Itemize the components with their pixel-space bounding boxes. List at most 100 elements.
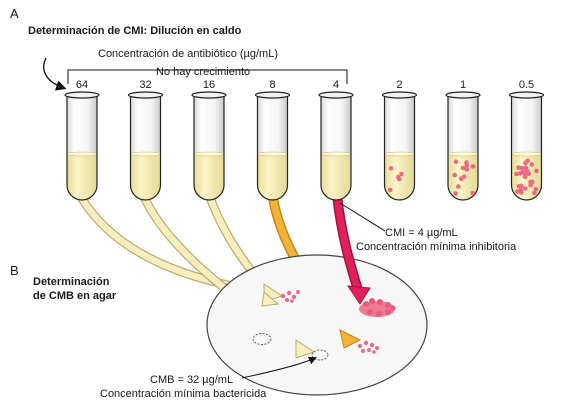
tube-outline (510, 95, 543, 201)
tube-concentration-label: 4 (333, 79, 339, 91)
bacteria-colony (396, 174, 401, 180)
tube-concentration-label: 2 (396, 79, 402, 91)
tube-concentration-label: 64 (76, 79, 88, 91)
tube-0.5: 0.5 (508, 79, 545, 201)
bacteria-colony (464, 167, 470, 172)
bacteria-colony (453, 159, 459, 164)
bacteria-colony (534, 168, 539, 174)
tube-concentration-label: 1 (460, 79, 466, 91)
bacteria-colony (460, 165, 466, 171)
tube-concentration-label: 0.5 (519, 79, 534, 91)
tube-8: 8 (254, 79, 291, 201)
bacteria-colony (517, 171, 523, 176)
plate-colonies-4 (359, 298, 396, 317)
concentration-axis-label: Concentración de antibiótico (µg/mL) (98, 48, 278, 60)
bacteria-colony (453, 191, 459, 196)
broth-meniscus (320, 151, 352, 157)
bacteria-colony (470, 164, 476, 169)
tube-concentration-label: 16 (203, 79, 215, 91)
broth-liquid (130, 154, 161, 201)
panel-b-title-line1: Determinación (33, 276, 110, 288)
bacteria-colony (522, 186, 528, 191)
arrowhead-8 (339, 329, 362, 349)
bacteria-colony (523, 165, 529, 171)
empty-spot (252, 333, 272, 345)
tube-rim (381, 91, 418, 99)
tube-concentration-label: 32 (139, 79, 151, 91)
bacteria-colony (519, 165, 524, 171)
broth-liquid (67, 154, 97, 200)
tube-rim (254, 91, 291, 99)
empty-spot (311, 349, 329, 361)
tube-rim (318, 91, 354, 99)
curved-pointer-arrow (43, 57, 67, 91)
arrow-4 (333, 191, 362, 294)
bacteria-colony (515, 189, 520, 194)
tube-row: 64 32 16 8 4 2 1 0.5 (64, 79, 545, 201)
bacteria-colony (529, 162, 535, 167)
broth-meniscus (130, 151, 161, 157)
broth-meniscus (257, 151, 288, 157)
agar-plate (206, 254, 428, 396)
broth-liquid (321, 154, 351, 200)
tube-32: 32 (127, 79, 164, 201)
broth-meniscus (66, 151, 98, 157)
broth-meniscus (447, 151, 479, 157)
tube-2: 2 (381, 79, 418, 201)
broth-meniscus (511, 151, 542, 157)
tube-concentration-label: 8 (269, 79, 275, 91)
arrowhead-4 (347, 285, 371, 305)
broth-liquid (257, 154, 288, 201)
bacteria-colony (452, 172, 458, 178)
tube-outline (193, 95, 225, 201)
tube-outline (383, 95, 416, 201)
arrowhead-16 (261, 291, 280, 307)
broth-liquid (194, 154, 224, 200)
plate-colonies-8 (357, 340, 379, 354)
tube-outline (447, 95, 479, 201)
bacteria-colony (532, 190, 537, 196)
tube-outline (66, 95, 98, 201)
tube-outline (320, 95, 352, 201)
tube-64: 64 (64, 79, 100, 201)
tube-4: 4 (318, 79, 354, 201)
panel-b-letter: B (10, 263, 19, 278)
broth-meniscus (384, 151, 415, 157)
mbc-value: CMB = 32 µg/mL (150, 374, 233, 386)
bacteria-colony (388, 166, 394, 171)
tube-rim (445, 91, 481, 99)
bacteria-colony (458, 176, 464, 181)
tube-rim (64, 91, 100, 99)
bacteria-colony (456, 184, 461, 189)
mic-name: Concentración mínima inhibitoria (356, 241, 517, 253)
bacteria-colony (528, 182, 533, 188)
tube-1: 1 (445, 79, 481, 201)
broth-meniscus (193, 151, 225, 157)
mic-value: CMI = 4 µg/mL (385, 227, 458, 239)
panel-a-letter: A (10, 6, 19, 21)
bacteria-colony (519, 190, 524, 195)
bacteria-colony (470, 190, 476, 196)
tube-outline (129, 95, 162, 201)
bacteria-colony (387, 187, 393, 193)
tube-rim (127, 91, 164, 99)
no-growth-bracket (67, 69, 348, 84)
tube-outline (256, 95, 289, 201)
panel-a-title: Determinación de CMI: Dilución en caldo (28, 25, 242, 37)
mic-leader-line (339, 202, 386, 232)
bacteria-colony (533, 187, 539, 192)
bacteria-colony (525, 158, 530, 164)
bacteria-colony (464, 163, 470, 168)
mbc-leader-arrow (241, 356, 317, 379)
no-growth-label: No hay crecimiento (156, 66, 250, 78)
arrowhead-32 (295, 339, 316, 359)
tube-16: 16 (191, 79, 227, 201)
bacteria-colony (519, 183, 524, 189)
plate-colonies-16 (280, 290, 300, 303)
bacteria-colony (399, 171, 404, 177)
panel-b-title-line2: de CMB en agar (33, 290, 117, 302)
bacteria-colony (514, 171, 519, 177)
mbc-name: Concentración mínima bactericida (100, 388, 267, 400)
tube-rim (191, 91, 227, 99)
